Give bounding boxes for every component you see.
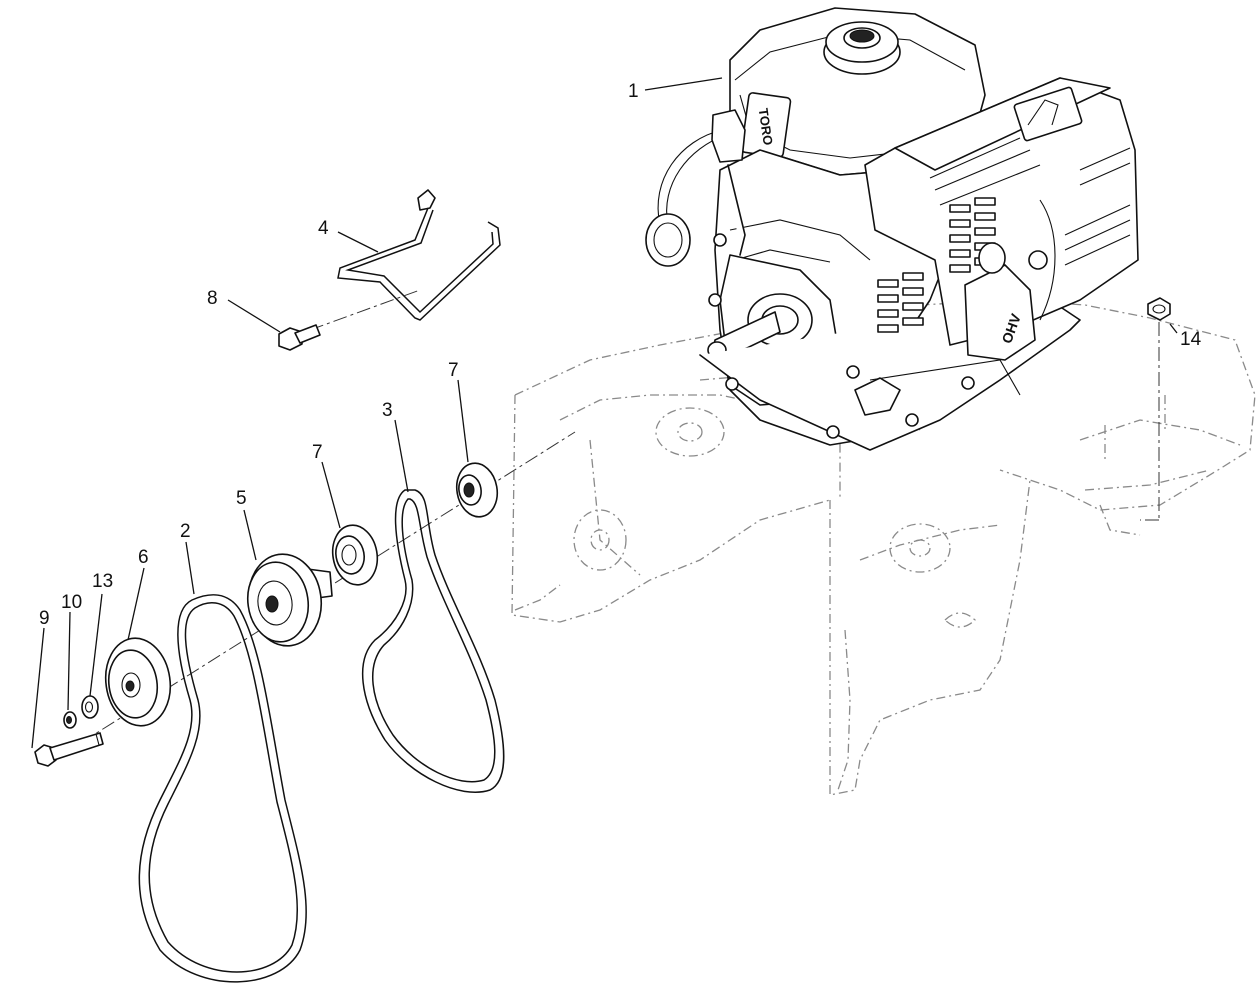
lock-washer (63, 711, 77, 729)
callout-5: 5 (236, 488, 247, 509)
drive-belt-lower (138, 594, 307, 983)
callout-7a: 7 (448, 360, 459, 381)
belt-guide (278, 189, 501, 351)
callout-2: 2 (180, 521, 191, 542)
callout-14: 14 (1180, 329, 1202, 350)
callout-7b: 7 (312, 442, 323, 463)
drive-pulley (246, 553, 333, 647)
callout-10: 10 (61, 592, 82, 613)
pulley-bolt (34, 732, 104, 767)
brand-mark: TORO (756, 107, 776, 146)
leader-lines (31, 77, 1178, 749)
drive-belt-upper (362, 489, 505, 793)
washer (81, 695, 99, 719)
callout-3: 3 (382, 400, 393, 421)
engine-assembly: TORO (645, 7, 1139, 451)
callout-13: 13 (92, 571, 113, 592)
callout-6: 6 (138, 547, 149, 568)
callout-4: 4 (318, 218, 329, 239)
callout-8: 8 (207, 288, 218, 309)
flange-bolt (1140, 297, 1171, 521)
idler-pulley (104, 637, 172, 727)
callout-9: 9 (39, 608, 50, 629)
spacer-front (331, 524, 379, 586)
callout-1: 1 (628, 81, 639, 102)
spacer-rear (455, 462, 499, 518)
callout-labels: 1 2 3 4 5 6 7 7 8 9 10 13 14 (39, 81, 1202, 629)
